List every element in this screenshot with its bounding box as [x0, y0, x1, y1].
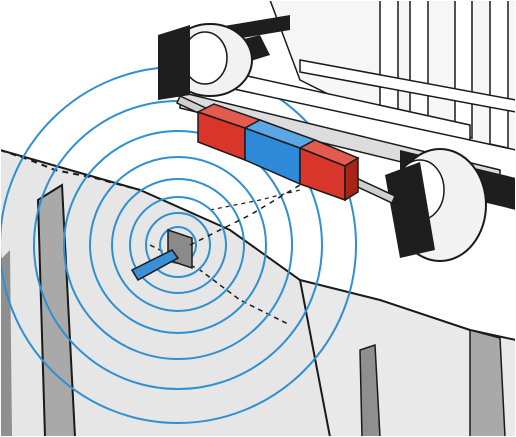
wave-ring — [129, 196, 227, 294]
frame-post-2 — [409, 0, 429, 123]
rock-dark-slot — [359, 343, 381, 437]
probe-rod — [130, 249, 180, 282]
rock-wall — [0, 148, 516, 437]
wheel-right-cap — [385, 162, 435, 258]
rock-shadow-band — [36, 183, 77, 437]
wheel-left-cap — [158, 25, 190, 100]
wheels — [158, 23, 487, 262]
magnet-red-right-end — [344, 156, 359, 202]
rock-dark-slot-2 — [469, 329, 506, 437]
wave-ring — [145, 212, 211, 278]
frame-post-3 — [454, 0, 473, 140]
frame-post-1 — [379, 0, 399, 116]
rock-crack-2 — [209, 189, 301, 211]
signal-dashed-line — [189, 184, 301, 246]
wave-ring — [63, 130, 293, 360]
transmitter-probe — [130, 228, 193, 282]
sensor-bar — [176, 94, 396, 205]
wave-ring — [89, 156, 267, 334]
frame-crossbar — [299, 59, 516, 113]
rock-shadow-band-2 — [0, 250, 12, 437]
frame-post-4 — [489, 0, 509, 149]
wave-ring — [111, 178, 245, 312]
rock-front-cliff — [298, 278, 516, 437]
